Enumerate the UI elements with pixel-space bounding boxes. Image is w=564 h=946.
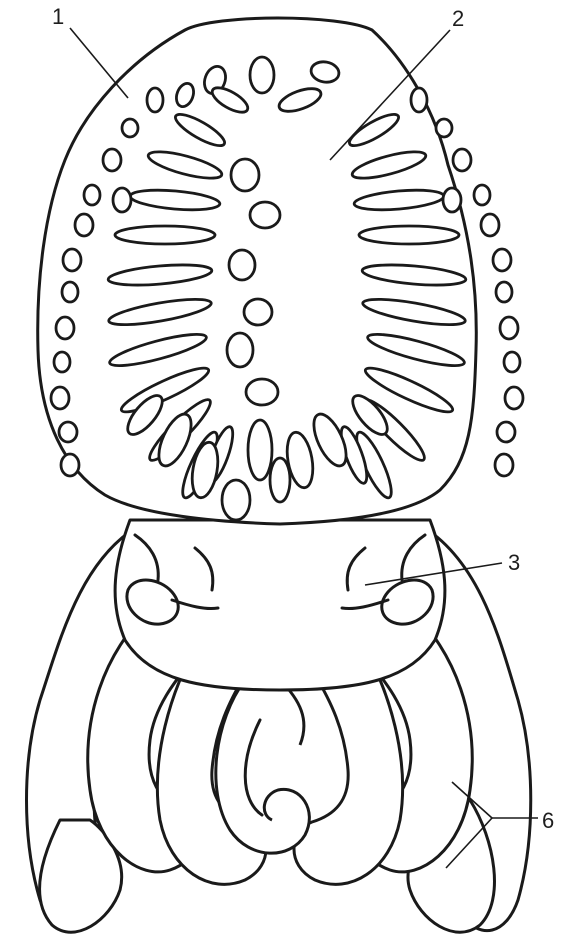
mantle-spot xyxy=(147,88,163,112)
mantle-spot xyxy=(436,119,452,137)
mantle-spot xyxy=(505,387,523,409)
mantle-spot xyxy=(75,214,93,236)
mantle-spot xyxy=(270,458,290,502)
mantle-spot xyxy=(246,379,278,405)
mantle-spot xyxy=(227,333,253,367)
mantle-spot xyxy=(500,317,518,339)
mantle-spot xyxy=(59,422,77,442)
mantle-spot xyxy=(62,282,78,302)
mantle-spot xyxy=(496,282,512,302)
mantle-spot xyxy=(411,88,427,112)
mantle-spot xyxy=(359,226,459,244)
mantle-spot xyxy=(474,185,490,205)
mantle-spot xyxy=(122,119,138,137)
mantle-spot xyxy=(54,352,70,372)
arm-center-curl xyxy=(216,680,310,853)
leader-1 xyxy=(70,28,128,98)
label-3: 3 xyxy=(508,550,520,575)
mantle-spot xyxy=(248,420,272,480)
mantle-spot xyxy=(222,480,250,520)
mantle-spot xyxy=(56,317,74,339)
mantle-spot xyxy=(244,299,272,325)
mantle-spot xyxy=(51,387,69,409)
mantle-spot xyxy=(61,454,79,476)
mantle-spot xyxy=(229,250,255,280)
mantle-spot xyxy=(231,159,259,191)
mantle-spot xyxy=(250,57,274,93)
mantle-spot xyxy=(63,249,81,271)
mantle-spot xyxy=(493,249,511,271)
mantle-spot xyxy=(453,149,471,171)
mantle-spot xyxy=(84,185,100,205)
mantle-spot xyxy=(103,149,121,171)
mantle-spot xyxy=(115,226,215,244)
label-6: 6 xyxy=(542,808,554,833)
mantle-spot xyxy=(504,352,520,372)
mantle-spot xyxy=(250,202,280,228)
mantle-spot xyxy=(113,188,131,212)
label-1: 1 xyxy=(52,4,64,29)
mantle-spot xyxy=(443,188,461,212)
mantle-spot xyxy=(497,422,515,442)
mantle-spot xyxy=(481,214,499,236)
label-2: 2 xyxy=(452,6,464,31)
mantle-spot xyxy=(495,454,513,476)
